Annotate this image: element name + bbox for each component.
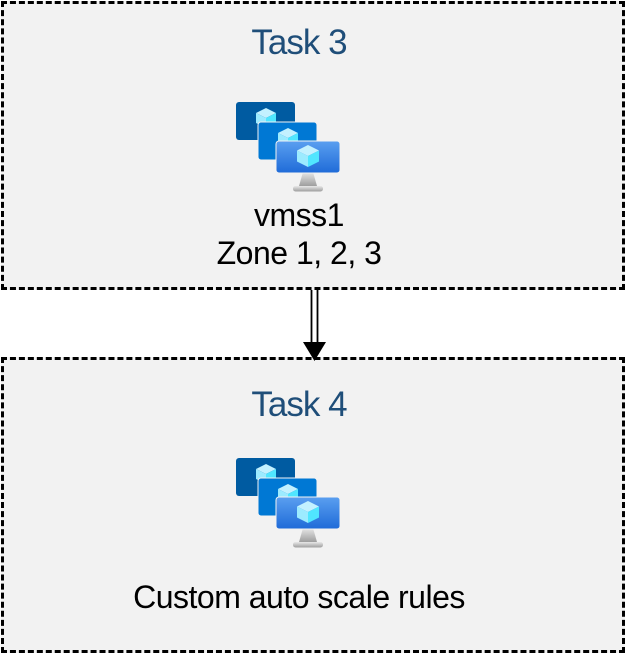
- task4-labels: Custom auto scale rules: [0, 578, 608, 616]
- vm-scale-sets-icon: [236, 458, 340, 548]
- cube-left-face: [297, 150, 308, 167]
- vmss-name-label: vmss1: [254, 197, 344, 233]
- monitor-stand-base: [293, 186, 323, 192]
- monitor-stand-base: [293, 542, 323, 548]
- arrow-down-connector: [303, 290, 326, 361]
- cube-right-face: [308, 150, 319, 167]
- vm-scale-sets-icon: [236, 102, 340, 192]
- cube-left-face: [297, 506, 308, 523]
- monitor-front: [275, 140, 340, 192]
- task3-labels: vmss1 Zone 1, 2, 3: [0, 196, 608, 272]
- task3-title: Task 3: [251, 23, 347, 62]
- autoscale-rules-label: Custom auto scale rules: [133, 579, 465, 615]
- monitor-front: [275, 496, 340, 548]
- task4-title: Task 4: [251, 385, 347, 424]
- arrowhead: [303, 342, 326, 361]
- monitor-stand-neck: [299, 528, 317, 542]
- zones-label: Zone 1, 2, 3: [216, 235, 382, 271]
- cube-right-face: [308, 506, 319, 523]
- task3-box: Task 3: [1, 1, 625, 290]
- monitor-stand-neck: [299, 172, 317, 186]
- task4-box: Task 4: [1, 357, 625, 653]
